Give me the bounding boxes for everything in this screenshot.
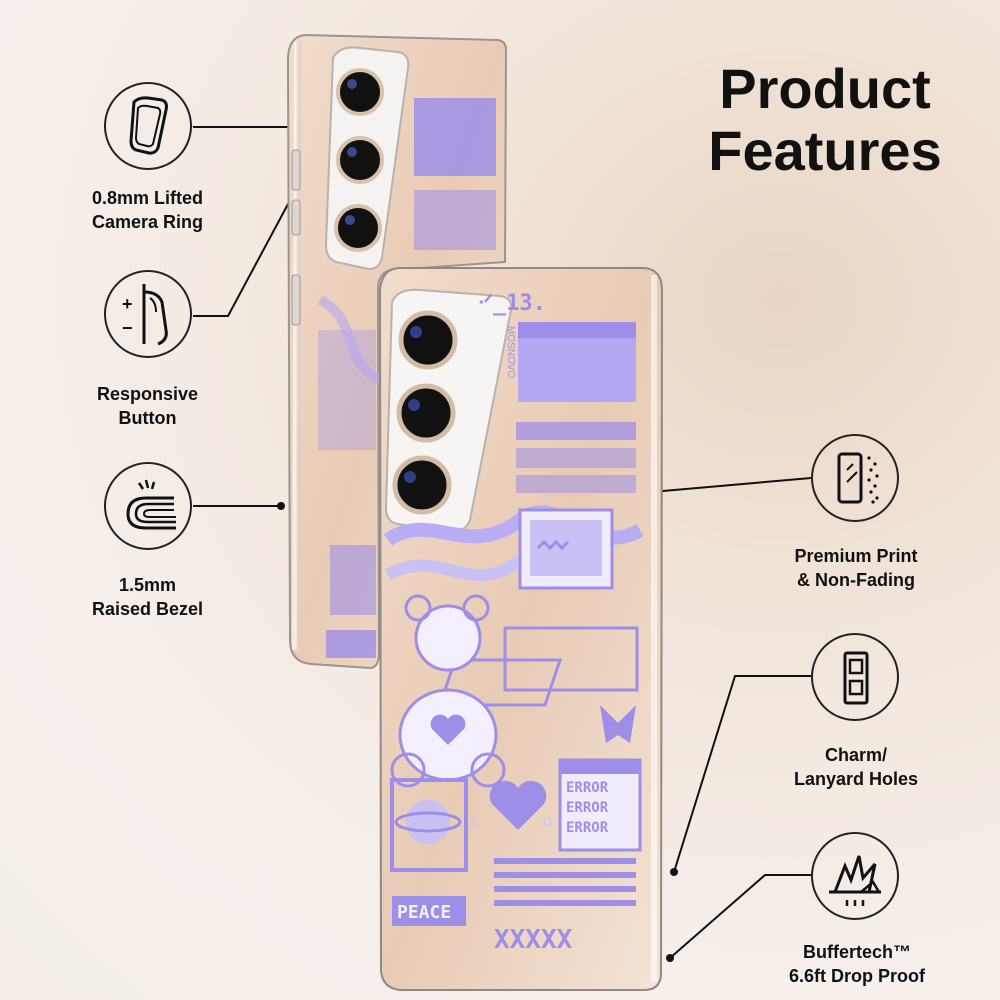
camera-ring-label: 0.8mm Lifted Camera Ring: [91, 188, 204, 232]
responsive-button-icon: + −: [104, 270, 192, 358]
print-xs-text: XXXXX: [494, 925, 573, 955]
back-lens-1: [336, 68, 384, 116]
leader-premium-print: [639, 477, 812, 494]
drop-proof-label: Buffertech™ 6.6ft Drop Proof: [788, 942, 925, 986]
title-line-2: Features: [708, 119, 942, 182]
print-glyph-text: ᐧᐟ_13.: [478, 291, 546, 316]
page-title: Product Features: [690, 58, 960, 182]
back-phone: [286, 33, 508, 670]
case-print-pattern: ᐧᐟ_13. MOSNOVO: [383, 291, 644, 955]
leader-responsive-button: [193, 190, 296, 317]
drop-proof-icon: [811, 832, 899, 920]
front-lens-3: [392, 455, 452, 515]
svg-text:+: +: [122, 294, 133, 314]
print-error-1: ERROR: [566, 780, 609, 796]
camera-ring-icon: [104, 82, 192, 170]
leader-lanyard-holes: [673, 675, 811, 873]
leader-drop-proof: [669, 874, 811, 959]
print-sg-right: G: [543, 815, 552, 829]
front-phone: ᐧᐟ_13. MOSNOVO: [378, 267, 664, 991]
responsive-button-label: Responsive Button: [96, 384, 199, 428]
print-error-2: ERROR: [566, 800, 609, 816]
back-lens-3: [334, 204, 382, 252]
lanyard-holes-label: Charm/ Lanyard Holes: [793, 745, 919, 789]
print-error-3: ERROR: [566, 820, 609, 836]
print-peace-text: PEACE: [397, 902, 451, 923]
print-brand-text: MOSNOVO: [505, 326, 516, 378]
premium-print-label: Premium Print & Non-Fading: [794, 546, 918, 590]
svg-text:−: −: [122, 318, 133, 338]
leader-dot-drop: [666, 954, 674, 962]
title-line-1: Product: [719, 57, 931, 120]
leader-dot-bezel: [277, 502, 285, 510]
raised-bezel-icon: [104, 462, 192, 550]
print-sg-left: S: [470, 815, 478, 829]
premium-print-icon: [811, 434, 899, 522]
leader-dot-lanyard: [670, 868, 678, 876]
back-lens-2: [336, 136, 384, 184]
front-lens-2: [396, 383, 456, 443]
raised-bezel-label: 1.5mm Raised Bezel: [91, 575, 204, 619]
front-lens-1: [398, 310, 458, 370]
lanyard-holes-icon: [811, 633, 899, 721]
